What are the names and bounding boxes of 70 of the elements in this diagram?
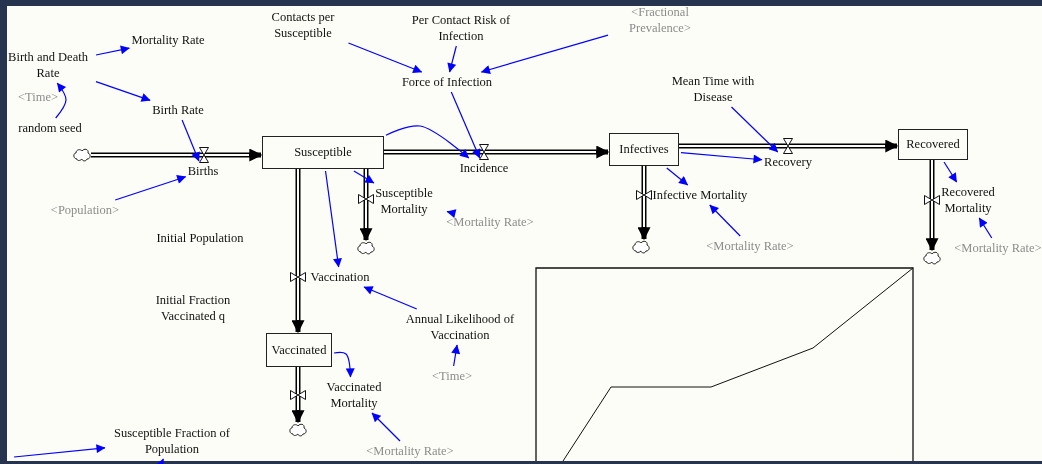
variable-name: Vaccination (310, 269, 370, 285)
arrow (114, 175, 187, 201)
variable-name: Annual Likelihood of Vaccination (395, 311, 525, 343)
arrow (451, 344, 461, 367)
stock-box: Vaccinated (266, 333, 332, 367)
variable-name: Force of Infection (401, 74, 493, 90)
arrow (353, 170, 375, 184)
flow-pipe (291, 169, 305, 334)
arrow (450, 91, 481, 159)
shadow-variable: <Mortality Rate> (954, 240, 1042, 256)
variable-name: Birth and Death Rate (2, 49, 94, 81)
arrow (95, 45, 130, 56)
arrow (371, 412, 401, 442)
shadow-variable: <Fractional Prevalence> (610, 4, 710, 36)
arrow (347, 42, 423, 74)
flow-pipe (679, 139, 899, 153)
arrow (446, 209, 457, 218)
arrow (943, 161, 958, 183)
arrow (13, 444, 106, 458)
arrow (155, 458, 164, 464)
variable-name: Recovery (764, 154, 812, 170)
arrow (385, 125, 470, 159)
variable-name: Initial Population (156, 230, 244, 246)
variable-name: Incidence (459, 160, 509, 176)
flow-pipe (637, 166, 651, 241)
arrow (480, 34, 609, 74)
variable-name: Mean Time with Disease (655, 73, 771, 105)
arrow (324, 170, 342, 268)
shadow-variable: <Population> (50, 202, 120, 218)
shadow-variable: <Time> (432, 368, 472, 384)
variable-name: Births (187, 163, 219, 179)
shadow-variable: <Mortality Rate> (366, 443, 454, 459)
arrow (680, 152, 763, 164)
variable-name: Susceptible Fraction of Population (107, 425, 237, 457)
variable-name: Infective Mortality (652, 187, 748, 203)
cloud-shape (632, 240, 650, 254)
arrow (730, 106, 779, 153)
flow-pipe (359, 169, 373, 242)
arrow (95, 81, 151, 102)
variable-name: random seed (18, 120, 82, 136)
variable-name: Mortality Rate (131, 32, 205, 48)
cloud-shape (357, 241, 375, 255)
arrow (363, 286, 418, 310)
cloud-shape (73, 148, 91, 162)
cloud-shape (923, 251, 941, 265)
cloud-shape (289, 423, 307, 437)
stock-box: Recovered (898, 129, 968, 160)
variable-name: Recovered Mortality (933, 184, 1003, 216)
stock-box: Infectives (609, 133, 679, 166)
variable-name: Susceptible Mortality (363, 185, 445, 217)
variable-name: Per Contact Risk of Infection (401, 12, 521, 44)
arrow (181, 119, 200, 162)
flow-pipe (291, 367, 305, 424)
shadow-variable: <Time> (18, 89, 58, 105)
shadow-variable: <Mortality Rate> (706, 238, 794, 254)
arrow (666, 167, 689, 186)
arrow (333, 351, 355, 378)
arrow (447, 45, 457, 73)
flow-pipe (925, 160, 939, 252)
flow-pipe (91, 148, 263, 162)
arrow (55, 82, 67, 119)
arrow (709, 204, 741, 237)
flow-pipe (384, 145, 610, 159)
stock-box: Susceptible (262, 136, 384, 169)
variable-name: Vaccinated Mortality (314, 379, 394, 411)
variable-name: Birth Rate (152, 102, 204, 118)
shadow-variable: <Mortality Rate> (446, 214, 534, 230)
variable-name: Contacts per Susceptible (253, 9, 353, 41)
arrow (978, 217, 993, 239)
variable-name: Initial Fraction Vaccinated q (154, 292, 232, 324)
